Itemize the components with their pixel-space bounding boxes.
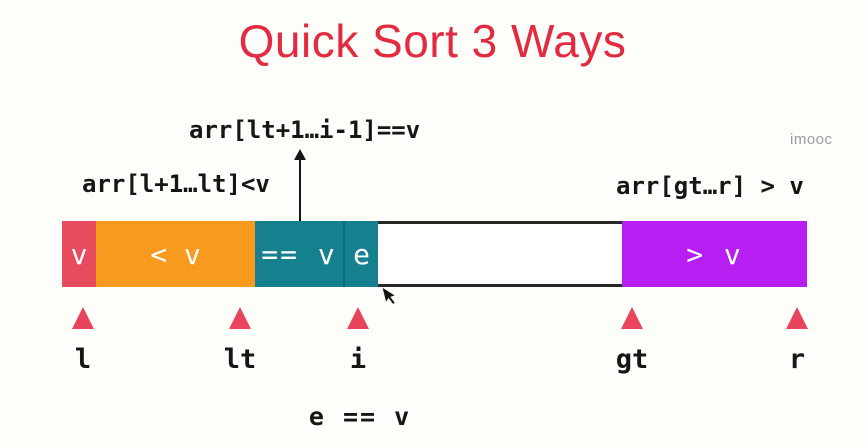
segment-unprocessed <box>378 221 622 287</box>
segment-less-than-label: < v <box>150 237 201 271</box>
up-arrow-icon <box>294 149 306 160</box>
current-element-equation-label: e == v <box>308 402 412 431</box>
segment-pivot: v <box>62 221 96 287</box>
page-title: Quick Sort 3 Ways <box>238 15 627 67</box>
pointer-lt-label: lt <box>223 344 257 375</box>
mouse-cursor-icon <box>381 287 396 306</box>
triangle-up-icon <box>621 307 643 329</box>
segment-current-element: e <box>343 221 378 287</box>
equal-range-label: arr[lt+1…i-1]==v <box>189 116 421 144</box>
up-arrow-line <box>299 159 301 221</box>
pointer-i: i <box>336 307 380 373</box>
pointer-i-label: i <box>349 344 367 375</box>
watermark-imooc: imooc <box>790 131 833 148</box>
triangle-up-icon <box>347 307 369 329</box>
pointer-gt-label: gt <box>615 344 649 375</box>
array-bar: v < v == v e > v <box>62 221 807 287</box>
pointer-l-label: l <box>74 344 92 375</box>
segment-equal: == v <box>255 221 343 287</box>
segment-greater-than-label: > v <box>686 237 743 271</box>
triangle-up-icon <box>72 307 94 329</box>
pointer-gt: gt <box>610 307 654 373</box>
pointer-r: r <box>775 307 819 373</box>
triangle-up-icon <box>229 307 251 329</box>
segment-less-than: < v <box>96 221 255 287</box>
segment-pivot-label: v <box>70 237 88 271</box>
segment-equal-label: == v <box>261 237 337 271</box>
pointer-r-label: r <box>788 344 806 375</box>
pointer-l: l <box>61 307 105 373</box>
less-range-label: arr[l+1…lt]<v <box>82 170 270 198</box>
triangle-up-icon <box>786 307 808 329</box>
greater-range-label: arr[gt…r] > v <box>616 172 804 200</box>
segment-greater-than: > v <box>622 221 807 287</box>
pointer-lt: lt <box>218 307 262 373</box>
segment-current-element-label: e <box>353 237 370 271</box>
